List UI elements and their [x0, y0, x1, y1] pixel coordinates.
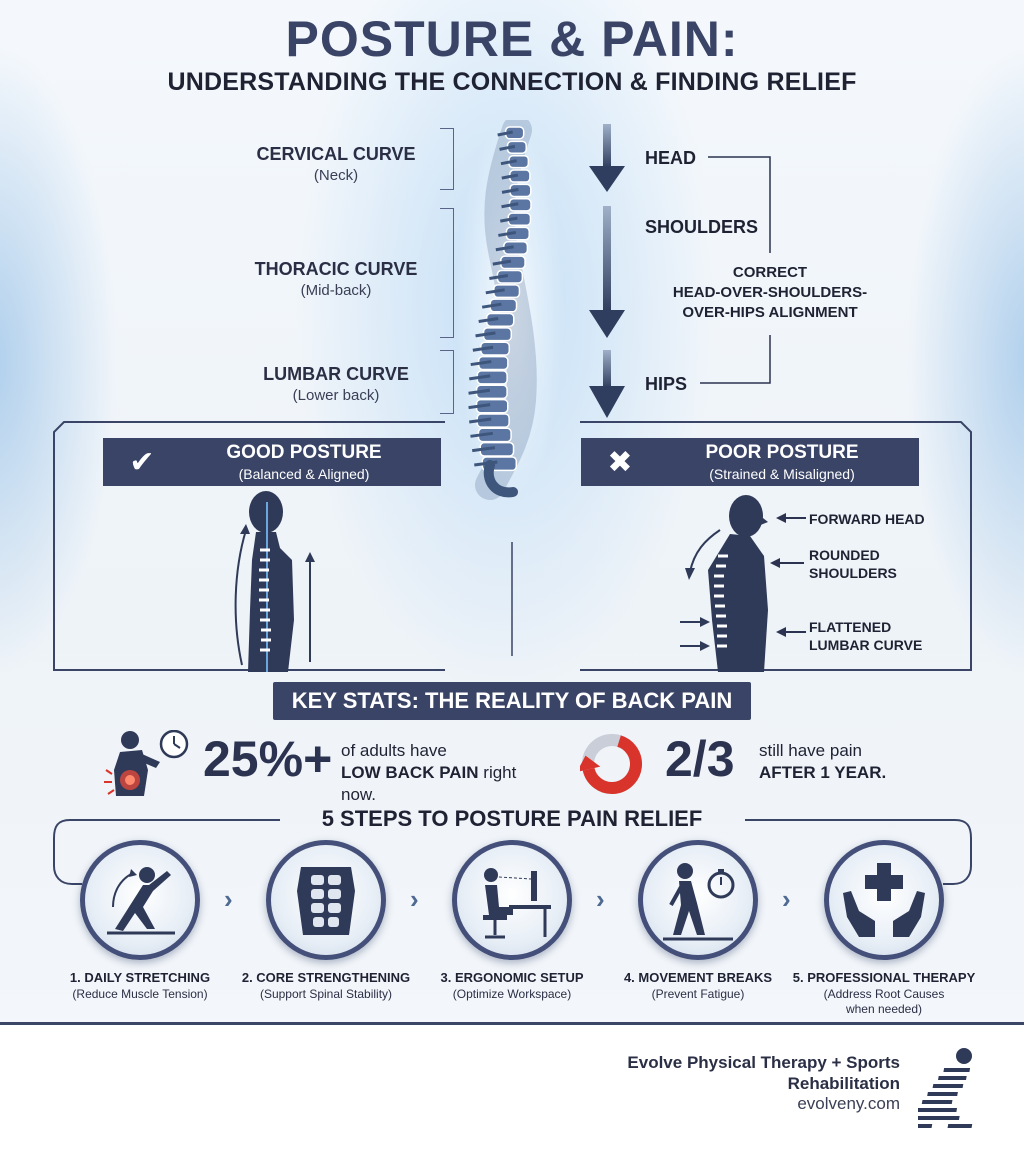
- hands-medical-cross-icon: [843, 863, 925, 937]
- alignment-arrows-icon: [589, 124, 625, 418]
- stat-two-thirds-value: 2/3: [665, 731, 735, 787]
- forward-head-arrow-icon: [776, 513, 806, 523]
- posture-comparison-frame: [53, 421, 972, 671]
- step-3-circle: [452, 840, 572, 960]
- x-mark-icon: ✖: [607, 445, 633, 479]
- step-3-label: 3. ERGONOMIC SETUP (Optimize Workspace): [440, 970, 584, 1001]
- head-label: HEAD: [645, 148, 697, 168]
- stat-25-percent-text: of adults have LOW BACK PAIN right now.: [341, 741, 517, 804]
- abdominal-muscles-icon: [297, 867, 355, 935]
- steps-title: 5 STEPS TO POSTURE PAIN RELIEF: [321, 806, 703, 831]
- cervical-bracket: [440, 128, 454, 190]
- step-2-label: 2. CORE STRENGTHENING (Support Spinal St…: [241, 970, 411, 1001]
- step-4-circle: [638, 840, 758, 960]
- stat-two-thirds-text: still have pain AFTER 1 YEAR.: [759, 741, 887, 782]
- step-1-circle: [80, 840, 200, 960]
- step-1-label: 1. DAILY STRETCHING (Reduce Muscle Tensi…: [69, 970, 211, 1001]
- step-5-circle: [824, 840, 944, 960]
- walking-stopwatch-icon: [663, 863, 735, 941]
- hips-label: HIPS: [645, 374, 688, 394]
- forward-head-label: FORWARD HEAD: [809, 511, 925, 527]
- infographic-canvas: POSTURE & PAIN: UNDERSTANDING THE CONNEC…: [0, 0, 1024, 1025]
- chevron-right-icon: ›: [782, 884, 791, 914]
- desk-workstation-icon: [483, 868, 551, 939]
- steps-frame: [53, 819, 972, 885]
- flattened-lumbar-label: FLATTENED LUMBAR CURVE: [809, 619, 923, 653]
- chevron-right-icon: ›: [596, 884, 605, 914]
- poor-posture-figure-icon: [680, 495, 768, 672]
- page-title: POSTURE & PAIN:: [285, 11, 739, 67]
- good-posture-header: ✔ GOOD POSTURE (Balanced & Aligned): [103, 438, 441, 486]
- alignment-bracket: [700, 156, 771, 384]
- stat-25-percent-value: 25%+: [203, 731, 333, 787]
- key-stats-header: KEY STATS: THE REALITY OF BACK PAIN: [273, 682, 751, 720]
- step-4-label: 4. MOVEMENT BREAKS (Prevent Fatigue): [623, 970, 773, 1001]
- lumbar-curve-label: LUMBAR CURVE (Lower back): [263, 364, 409, 404]
- page-subtitle: UNDERSTANDING THE CONNECTION & FINDING R…: [167, 68, 857, 96]
- lumbar-bracket: [440, 350, 454, 414]
- footer-url[interactable]: evolveny.com: [797, 1094, 900, 1113]
- stretching-person-icon: [107, 867, 175, 935]
- chevron-right-icon: ›: [224, 884, 233, 914]
- footer-brand: Evolve Physical Therapy + Sports Rehabil…: [500, 1052, 900, 1114]
- running-figure-logo-icon: [918, 1048, 973, 1128]
- step-2-circle: [266, 840, 386, 960]
- shoulders-label: SHOULDERS: [645, 217, 759, 237]
- thoracic-bracket: [440, 208, 454, 338]
- thoracic-curve-label: THORACIC CURVE (Mid-back): [254, 259, 418, 299]
- chevron-right-icon: ›: [410, 884, 419, 914]
- rounded-shoulders-arrow-icon: [770, 558, 804, 568]
- rounded-shoulders-label: ROUNDED SHOULDERS: [809, 547, 897, 581]
- cervical-curve-label: CERVICAL CURVE (Neck): [256, 144, 416, 184]
- alignment-description: CORRECT HEAD-OVER-SHOULDERS- OVER-HIPS A…: [672, 264, 868, 321]
- two-thirds-ring-icon: [580, 734, 642, 794]
- poor-posture-header: ✖ POOR POSTURE (Strained & Misaligned): [581, 438, 919, 486]
- good-posture-figure-icon: [234, 491, 315, 672]
- flattened-lumbar-arrow-icon: [776, 627, 806, 637]
- back-pain-clock-icon: [104, 730, 189, 796]
- spine-illustration-icon: [455, 120, 565, 500]
- checkmark-icon: ✔: [129, 445, 155, 479]
- step-5-label: 5. PROFESSIONAL THERAPY (Address Root Ca…: [792, 970, 976, 1016]
